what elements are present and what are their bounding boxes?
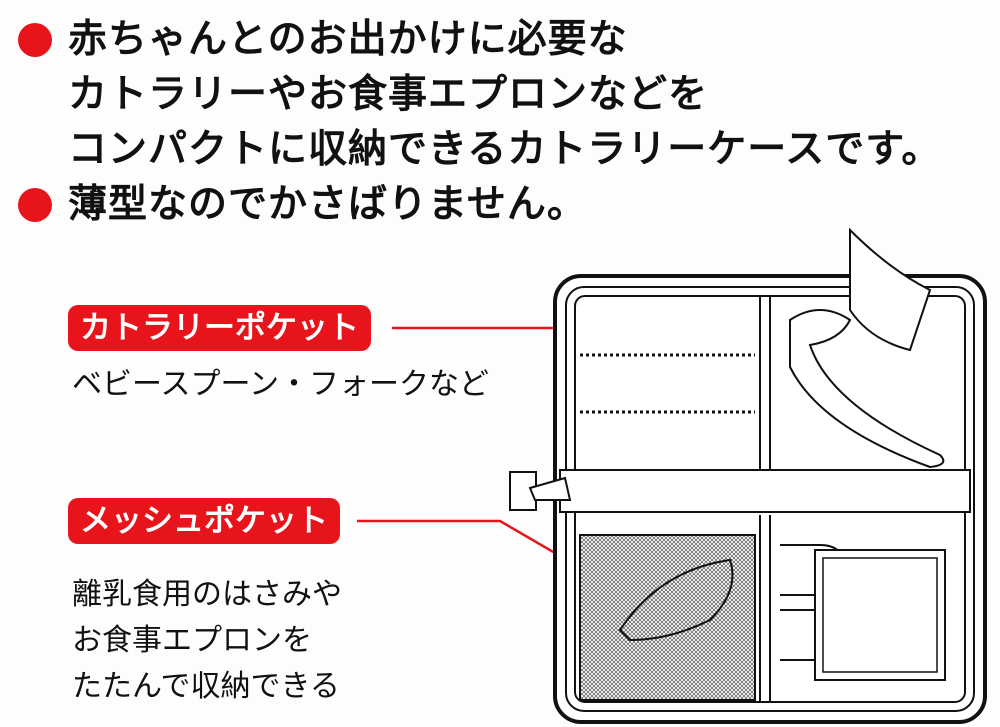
bullet-dot <box>18 23 52 57</box>
mesh-pocket <box>579 534 756 701</box>
mesh-pocket-label: メッシュポケット <box>68 498 340 544</box>
cutlery-pocket-label: カトラリーポケット <box>68 305 371 351</box>
feature-text-line: コンパクトに収納できるカトラリーケースです。 <box>68 127 942 172</box>
feature-text-line: 赤ちゃんとのお出かけに必要な <box>68 17 628 62</box>
mesh-pocket-description: 離乳食用のはさみや <box>72 577 342 612</box>
mesh-pocket-description: たたんで収納できる <box>72 669 340 704</box>
bullet-dot <box>18 188 52 222</box>
feature-text-line: 薄型なのでかさばりません。 <box>68 182 587 227</box>
cutlery-pocket-description: ベビースプーン・フォークなど <box>72 367 489 402</box>
feature-text-line: カトラリーやお食事エプロンなどを <box>68 72 709 117</box>
zipper-pull <box>509 471 537 511</box>
mesh-pocket-description: お食事エプロンを <box>72 623 312 658</box>
